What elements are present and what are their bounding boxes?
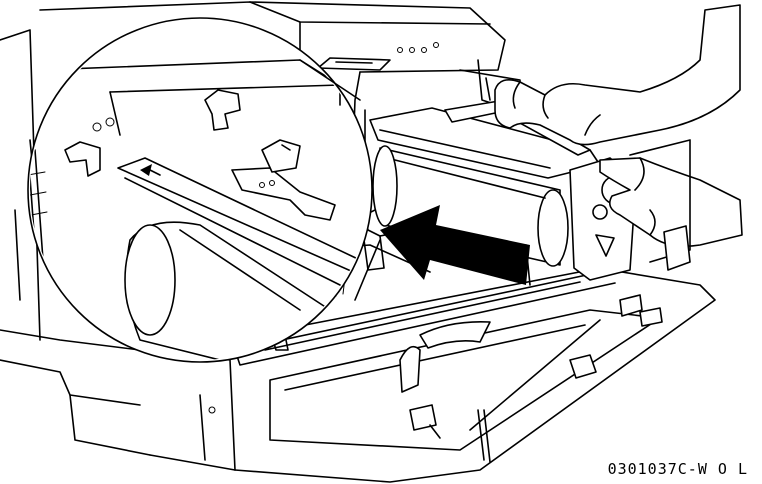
drum-cartridge: [369, 99, 637, 281]
figure-reference-code: 0301037C-W O L: [607, 460, 748, 478]
hands: [494, 4, 743, 271]
insert-direction-arrow-icon: [380, 205, 531, 286]
magnified-inset: [27, 17, 381, 363]
